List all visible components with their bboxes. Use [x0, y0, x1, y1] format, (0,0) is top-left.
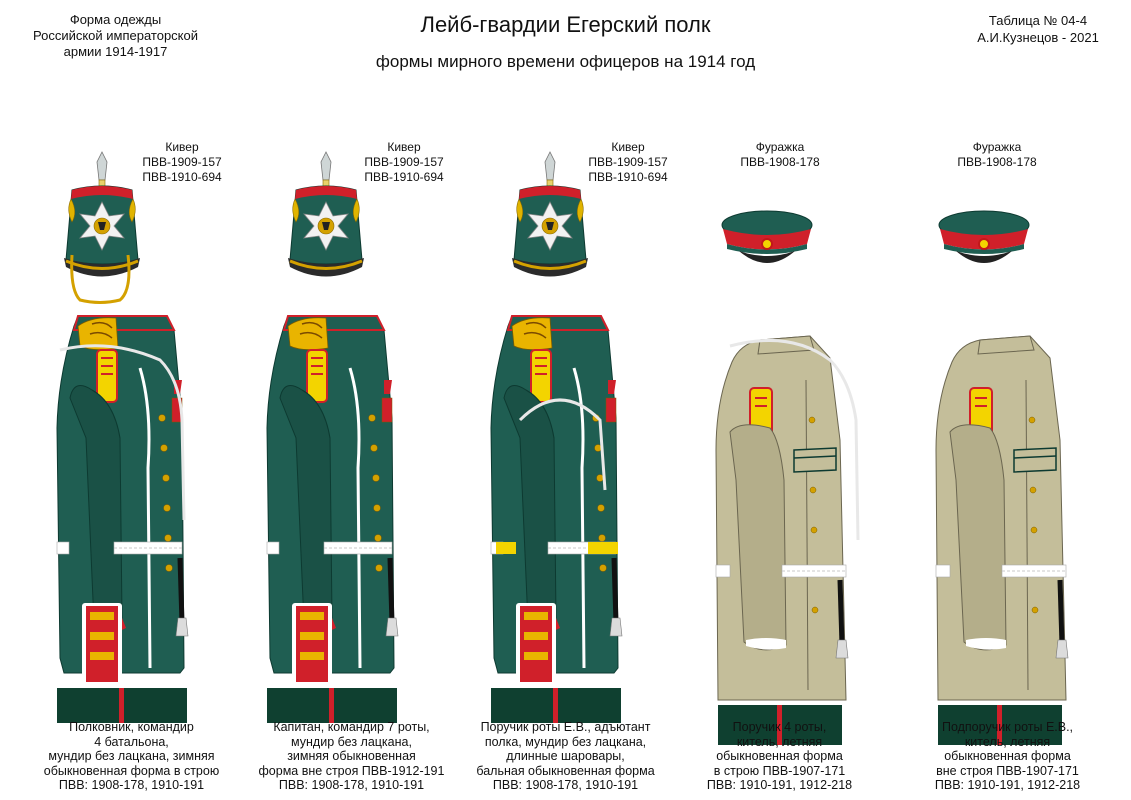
caption-line: 4 батальона, — [94, 734, 169, 749]
headwear-reg: ПВВ-1908-178 — [740, 155, 820, 169]
headwear-reg: ПВВ-1910-694 — [142, 170, 222, 184]
table-number: Таблица № 04-4 — [988, 13, 1088, 28]
caption-line: ПВВ: 1910-191, 1912-218 — [934, 778, 1081, 792]
headwear-name: Кивер — [611, 140, 645, 154]
tunic-figure-2 — [267, 316, 398, 723]
headwear-reg: ПВВ-1910-694 — [588, 170, 668, 184]
caption-figure-2: Капитан, командир 7 роты, мундир без лац… — [244, 720, 459, 793]
header-series-title: Форма одежды Российской императорской ар… — [18, 12, 213, 60]
caption-figure-1: Полковник, командир 4 батальона, мундир … — [24, 720, 239, 793]
ball-sash-left — [496, 542, 516, 554]
caption-line: бальная обыкновенная форма — [476, 763, 655, 778]
tunic-figure-3 — [491, 316, 622, 723]
caption-line: Поручик роты Е.В., адъютант — [480, 720, 651, 734]
caption-line: ПВВ: 1910-191, 1912-218 — [706, 778, 853, 792]
header-left-line: армии 1914-1917 — [63, 44, 168, 59]
ball-sash-right — [588, 542, 618, 554]
caption-line: обыкновенная форма — [716, 749, 843, 763]
kitel-figure-4 — [716, 336, 848, 745]
headwear-label-2: Кивер ПВВ-1909-157 ПВВ-1910-694 — [344, 140, 464, 185]
caption-line: ПВВ: 1908-178, 1910-191 — [278, 778, 425, 792]
caption-line: мундир без лацкана, зимняя — [48, 749, 215, 763]
caption-line: длинные шаровары, — [506, 749, 625, 763]
caption-line: ПВВ: 1908-178, 1910-191 — [58, 778, 205, 792]
caption-line: Полковник, командир — [69, 720, 194, 734]
header-table-info: Таблица № 04-4 А.И.Кузнецов - 2021 — [963, 12, 1113, 46]
caption-line: Подпоручик роты Е.В., — [941, 720, 1074, 734]
adjutant-aiguillette — [518, 398, 607, 491]
caption-line: полка, мундир без лацкана, — [484, 734, 647, 749]
header-left-line: Российской императорской — [32, 28, 199, 43]
caption-line: Капитан, командир 7 роты, — [273, 720, 430, 734]
caption-line: вне строя ПВВ-1907-171 — [936, 763, 1079, 778]
kitel-figure-5 — [936, 336, 1068, 745]
caption-line: форма вне строя ПВВ-1912-191 — [258, 763, 445, 778]
caption-line: обыкновенная форма — [944, 749, 1071, 763]
shako-cords — [70, 254, 131, 304]
shako-icon — [510, 150, 590, 278]
headwear-reg: ПВВ-1910-694 — [364, 170, 444, 184]
headwear-label-5: Фуражка ПВВ-1908-178 — [937, 140, 1057, 170]
caption-line: ПВВ: 1908-178, 1910-191 — [492, 778, 639, 792]
headwear-reg: ПВВ-1908-178 — [957, 155, 1037, 169]
page-subtitle: формы мирного времени офицеров на 1914 г… — [375, 52, 756, 71]
caption-line: зимняя обыкновенная — [287, 749, 416, 763]
peaked-cap-icon — [938, 210, 1030, 264]
aiguillette-cord — [729, 338, 860, 541]
headwear-label-3: Кивер ПВВ-1909-157 ПВВ-1910-694 — [568, 140, 688, 185]
headwear-reg: ПВВ-1909-157 — [142, 155, 222, 169]
caption-figure-5: Подпоручик роты Е.В., китель, летняя обы… — [900, 720, 1115, 793]
headwear-label-4: Фуражка ПВВ-1908-178 — [720, 140, 840, 170]
caption-line: обыкновенная форма в строю — [43, 763, 220, 778]
caption-figure-3: Поручик роты Е.В., адъютант полка, мунди… — [458, 720, 673, 793]
headwear-label-1: Кивер ПВВ-1909-157 ПВВ-1910-694 — [122, 140, 242, 185]
caption-figure-4: Поручик 4 роты, китель, летняя обыкновен… — [672, 720, 887, 793]
aiguillette-cord — [59, 344, 186, 521]
caption-line: в строю ПВВ-1907-171 — [713, 763, 846, 778]
headwear-name: Фуражка — [972, 140, 1022, 154]
header-left-line: Форма одежды — [69, 12, 162, 27]
page-title: Лейб-гвардии Егерский полк — [420, 12, 711, 37]
headwear-name: Фуражка — [755, 140, 805, 154]
caption-line: китель, летняя — [736, 734, 823, 749]
author-credit: А.И.Кузнецов - 2021 — [977, 30, 1099, 45]
caption-line: Поручик 4 роты, — [732, 720, 827, 734]
peaked-cap-icon — [721, 210, 813, 264]
shako-icon — [286, 150, 366, 278]
headwear-reg: ПВВ-1909-157 — [588, 155, 668, 169]
caption-line: мундир без лацкана, — [291, 734, 412, 749]
tunic-figure-1 — [57, 316, 188, 723]
headwear-reg: ПВВ-1909-157 — [364, 155, 444, 169]
caption-line: китель, летняя — [964, 734, 1051, 749]
headwear-name: Кивер — [387, 140, 421, 154]
headwear-name: Кивер — [165, 140, 199, 154]
